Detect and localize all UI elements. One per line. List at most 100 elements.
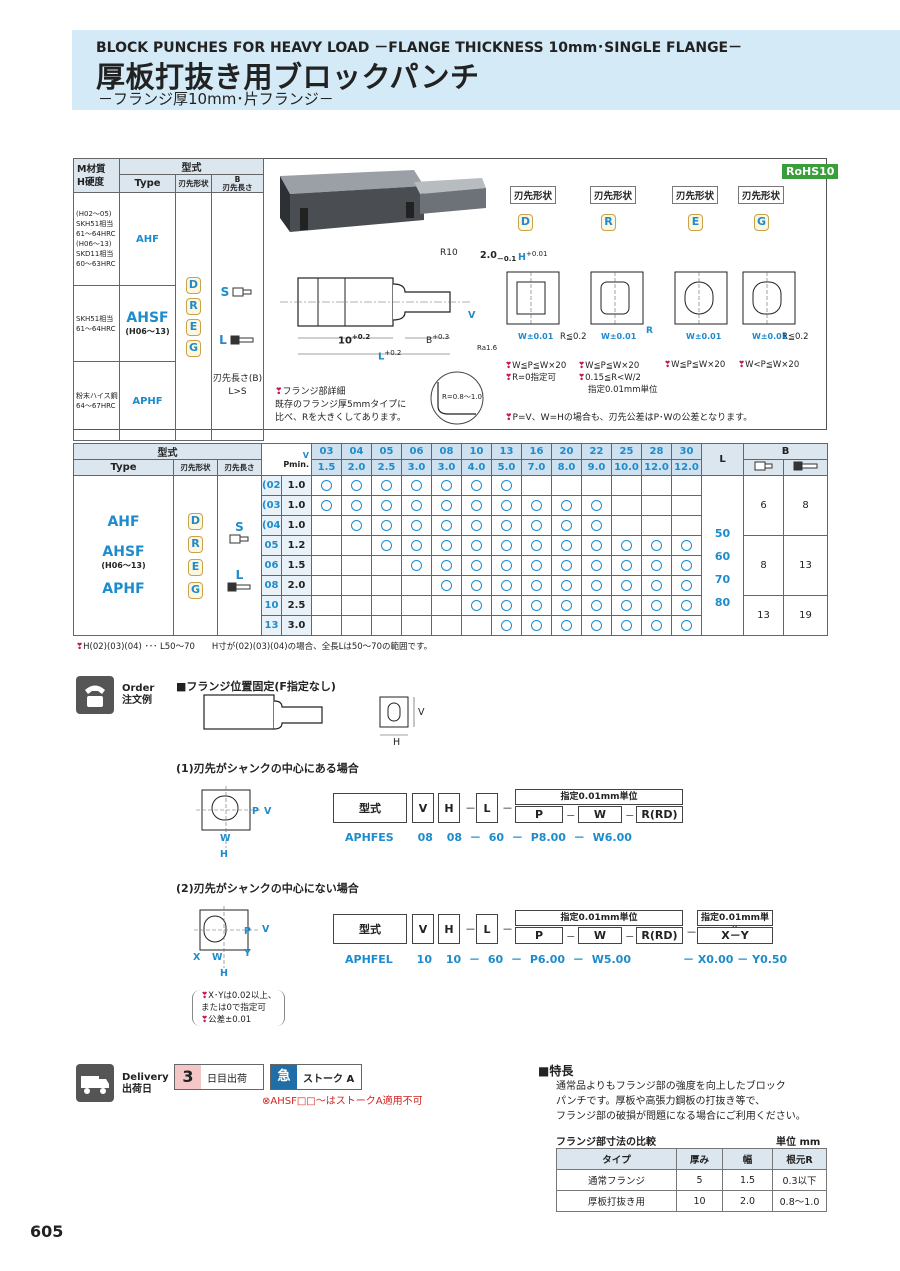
st-type-ahf: AHF: [107, 514, 140, 530]
delivery-warning: ⊗AHSF□□～はストークA適用不可: [262, 1096, 423, 1107]
st-col-length: 刃先長さ: [217, 459, 262, 476]
flange-detail-circle: [430, 371, 484, 425]
case2-box-W: W: [578, 927, 622, 944]
col-material: M材質: [77, 163, 106, 175]
available-mark: [561, 599, 572, 611]
available-mark: [381, 539, 392, 551]
st-avail-cell: [371, 615, 402, 636]
available-mark: [621, 539, 632, 551]
case2-Y: Y: [244, 948, 251, 959]
available-mark: [561, 539, 572, 551]
st-avail-cell: [401, 555, 432, 576]
case1-drawing: [196, 786, 262, 848]
case2-X: X: [193, 952, 201, 963]
st-avail-cell: [491, 555, 522, 576]
st-avail-cell: [461, 615, 492, 636]
available-mark: [501, 559, 512, 571]
express-box: 急 ストーク A: [270, 1064, 362, 1090]
st-avail-cell: [311, 575, 342, 596]
case1-code: APHFES 08 08 － 60 － P8.00 － W6.00: [345, 831, 632, 844]
available-mark: [681, 579, 692, 591]
st-avail-cell: [431, 575, 462, 596]
st-avail-cell: [551, 515, 582, 536]
st-avail-cell: [461, 475, 492, 496]
st-avail-cell: [611, 575, 642, 596]
available-mark: [651, 539, 662, 551]
st-avail-cell: [461, 535, 492, 556]
length-col: S L 刃先長さ(B) L>S: [211, 192, 264, 441]
table-row: AHFAHSF(H06～13)APHFDREGSL(02)1.050607080…: [73, 475, 828, 636]
st-avail-cell: [371, 595, 402, 616]
available-mark: [591, 519, 602, 531]
st-avail-cell: [311, 475, 342, 496]
available-mark: [321, 499, 332, 511]
delivery-days-label: 日目出荷: [207, 1073, 247, 1085]
available-mark: [561, 559, 572, 571]
delivery-truck-icon: [76, 1064, 114, 1102]
st-avail-cell: [581, 575, 612, 596]
dim-ten: 10+0.2: [338, 333, 371, 347]
st-avail-cell: [611, 615, 642, 636]
available-mark: [621, 559, 632, 571]
available-mark: [651, 619, 662, 631]
st-avail-cell: [671, 515, 702, 536]
st-avail-cell: [341, 515, 372, 536]
st-avail-cell: [401, 615, 432, 636]
case1-box-R: R(RD): [636, 806, 683, 823]
available-mark: [501, 599, 512, 611]
available-mark: [621, 599, 632, 611]
shape-letter-D: D: [518, 214, 533, 231]
st-P-label: Pmin.: [283, 459, 309, 469]
st-avail-cell: [551, 495, 582, 516]
st-avail-cell: [521, 555, 552, 576]
table-row: (04)1.0: [74, 515, 828, 536]
available-mark: [681, 539, 692, 551]
st-avail-cell: [611, 595, 642, 616]
shape-badge-E: E: [186, 318, 201, 336]
st-avail-cell: [341, 475, 372, 496]
st-avail-cell: [521, 575, 552, 596]
side-view-drawing: [280, 277, 470, 355]
st-H-value: 06: [261, 555, 282, 576]
available-mark: [501, 499, 512, 511]
col-type: Type: [119, 174, 176, 193]
st-W-value: 1.0: [281, 515, 312, 536]
available-mark: [441, 479, 452, 491]
dim-ra: Ra1.6: [477, 344, 498, 352]
st-avail-cell: [311, 515, 342, 536]
case1-box-V: V: [412, 793, 434, 823]
flange-compare-title: フランジ部寸法の比較: [556, 1137, 656, 1148]
st-shape-badge: R: [188, 535, 203, 553]
available-mark: [591, 599, 602, 611]
case2-unit: 指定0.01mm単位: [515, 910, 683, 926]
case2-box-P: P: [515, 927, 563, 944]
length-note-1: 刃先長さ(B): [212, 374, 263, 384]
case1-title: (1)刃先がシャンクの中心にある場合: [176, 762, 359, 775]
shape-note-G: ❣W<P≦W×20: [738, 360, 800, 370]
st-avail-cell: [641, 535, 672, 556]
st-avail-cell: [431, 495, 462, 516]
available-mark: [441, 539, 452, 551]
length-L: L: [219, 333, 227, 347]
shape-letter-G: G: [754, 214, 769, 231]
st-avail-cell: [641, 515, 672, 536]
shape-label-E: 刃先形状: [672, 186, 719, 204]
available-mark: [531, 539, 542, 551]
st-avail-cell: [371, 555, 402, 576]
st-avail-cell: [641, 615, 672, 636]
available-mark: [531, 579, 542, 591]
dim-V: V: [468, 310, 476, 321]
available-mark: [471, 599, 482, 611]
available-mark: [681, 599, 692, 611]
st-shape-badge: G: [188, 581, 203, 599]
st-type-ahsf: AHSF: [102, 544, 145, 560]
st-avail-cell: [551, 535, 582, 556]
shape-note-D: ❣W≦P≦W×20 ❣R=0指定可: [505, 361, 567, 383]
st-avail-cell: [491, 475, 522, 496]
